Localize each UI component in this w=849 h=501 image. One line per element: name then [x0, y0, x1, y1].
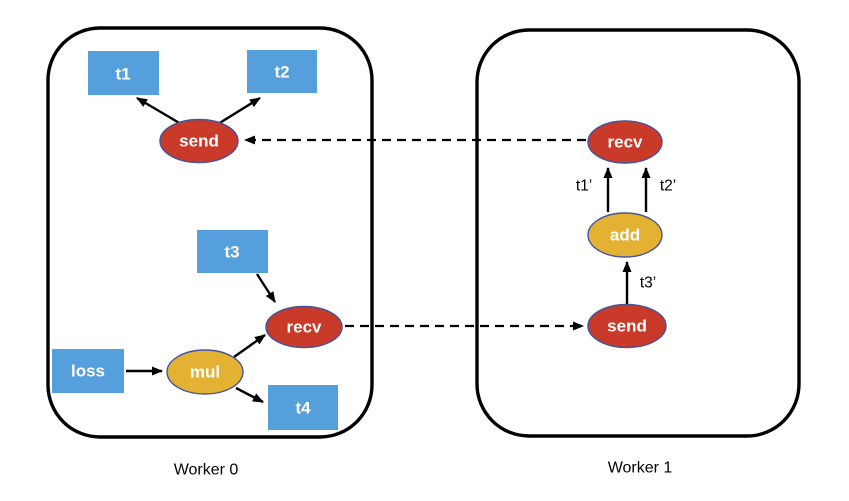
- node-t1: t1: [88, 51, 159, 95]
- t4-label: t4: [295, 399, 311, 418]
- t1-label: t1: [115, 65, 130, 84]
- worker0-box: [46, 26, 374, 439]
- node-send-worker0: send: [159, 118, 239, 164]
- worker1-caption: Worker 1: [608, 460, 673, 477]
- edge-label-t1-prime: t1’: [576, 178, 592, 195]
- t3-rect: [197, 230, 268, 273]
- t4-rect: [268, 385, 338, 430]
- add-label: add: [610, 226, 640, 245]
- t2-label: t2: [274, 63, 289, 82]
- edge-label-t3-prime: t3’: [640, 275, 656, 292]
- node-send-worker1: send: [587, 303, 667, 349]
- recv0-ellipse: [265, 305, 343, 349]
- loss-label: loss: [71, 362, 105, 381]
- mul-ellipse: [166, 349, 244, 395]
- edge-t3-to-recv0: [255, 273, 277, 303]
- edge-mul-to-recv0: [233, 334, 266, 358]
- send1-label: send: [607, 317, 647, 336]
- send0-ellipse: [159, 118, 239, 164]
- t2-rect: [247, 50, 317, 93]
- recv1-label: recv: [608, 133, 644, 152]
- t3-label: t3: [224, 243, 239, 262]
- loss-rect: [52, 349, 124, 393]
- worker1-box: [475, 28, 801, 438]
- send1-ellipse: [587, 303, 667, 349]
- recv1-ellipse: [587, 120, 663, 164]
- node-add: add: [587, 212, 663, 258]
- mul-label: mul: [190, 363, 220, 382]
- node-t2: t2: [247, 50, 317, 93]
- node-t3: t3: [197, 230, 268, 273]
- edge-send0-to-t2: [217, 96, 261, 126]
- add-ellipse: [587, 212, 663, 258]
- node-t4: t4: [268, 385, 338, 430]
- node-recv-worker0: recv: [265, 305, 343, 349]
- t1-rect: [88, 51, 159, 95]
- node-mul: mul: [166, 349, 244, 395]
- edge-mul-to-t4: [235, 386, 264, 404]
- send0-label: send: [179, 132, 219, 151]
- edge-send0-to-t1: [136, 96, 182, 126]
- edge-label-t2-prime: t2’: [660, 178, 676, 195]
- recv0-label: recv: [287, 318, 323, 337]
- worker0-caption: Worker 0: [174, 462, 239, 479]
- node-loss: loss: [52, 349, 124, 393]
- node-recv-worker1: recv: [587, 120, 663, 164]
